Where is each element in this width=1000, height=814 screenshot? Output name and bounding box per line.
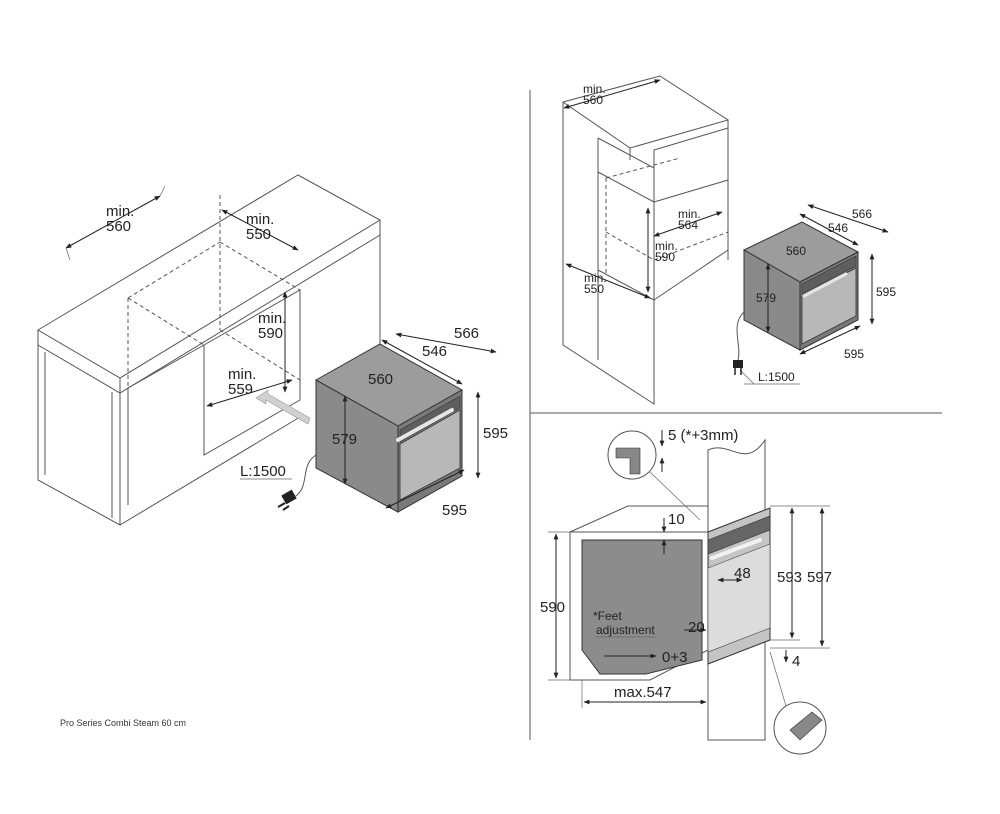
sec-top-10: 10 — [668, 511, 685, 528]
cab-min-559-value: 559 — [228, 381, 253, 398]
cab-min-560-label: min. — [106, 203, 134, 220]
sec-590: 590 — [540, 599, 565, 616]
sec-feet-line1: *Feet — [593, 609, 622, 623]
sec-4: 4 — [792, 653, 800, 670]
sec-20: 20 — [688, 619, 705, 636]
cab-oven-560: 560 — [368, 371, 393, 388]
cab-min-590-label: min. — [258, 310, 286, 327]
cab-min-559-label: min. — [228, 366, 256, 383]
column-oven-drawing — [742, 221, 860, 351]
cab-min-550-label: min. — [246, 211, 274, 228]
col-oven-595-h: 595 — [876, 285, 896, 299]
col-min-564-label: min. — [678, 207, 701, 221]
sec-0-3: 0+3 — [662, 649, 687, 666]
sec-593: 593 — [777, 569, 802, 586]
cabinet-view: min. 560 min. 550 min. 590 min. 559 566 … — [37, 174, 508, 526]
col-min-590-value: 590 — [655, 250, 675, 264]
detail-circle-bottom — [773, 701, 827, 755]
countertop-top — [37, 174, 381, 379]
cab-oven-595-w: 595 — [442, 502, 467, 519]
detail-circle-top — [607, 430, 657, 480]
cab-min-590-value: 590 — [258, 325, 283, 342]
sec-48: 48 — [734, 565, 751, 582]
col-min-550-label: min. — [584, 271, 607, 285]
cab-min-550-value: 550 — [246, 226, 271, 243]
sec-597: 597 — [807, 569, 832, 586]
oven-drawing — [314, 343, 464, 513]
col-oven-546: 546 — [828, 221, 848, 235]
column-view: min. 560 min. 564 min. 590 min. 550 566 … — [561, 75, 896, 405]
section-view: 5 (*+3mm) 10 48 593 597 590 *Feet adjust… — [540, 427, 832, 755]
model-caption: Pro Series Combi Steam 60 cm — [60, 718, 186, 728]
cab-cable-length: L:1500 — [240, 463, 286, 480]
col-cable-length: L:1500 — [758, 370, 795, 384]
cab-oven-579: 579 — [332, 431, 357, 448]
cab-min-560-value: 560 — [106, 218, 131, 235]
sec-max547: max.547 — [614, 684, 672, 701]
sec-gap: 5 (*+3mm) — [668, 427, 738, 444]
cab-oven-566: 566 — [454, 325, 479, 342]
col-min-550-value: 550 — [584, 282, 604, 296]
sec-feet-line2: adjustment — [596, 623, 655, 637]
col-min-564-value: 564 — [678, 218, 698, 232]
column-plug-icon — [733, 360, 743, 375]
col-oven-560: 560 — [786, 244, 806, 258]
power-cable — [295, 454, 317, 497]
insert-arrow-icon — [255, 389, 311, 425]
col-oven-579: 579 — [756, 291, 776, 305]
plug-icon — [277, 489, 297, 511]
oven-section — [581, 539, 703, 675]
countertop-edge — [37, 220, 381, 394]
col-oven-595-w: 595 — [844, 347, 864, 361]
col-min-590-label: min. — [655, 239, 678, 253]
col-min-560-value: 560 — [583, 93, 603, 107]
cab-oven-546: 546 — [422, 343, 447, 360]
niche-opening — [203, 289, 301, 456]
cab-oven-595-h: 595 — [483, 425, 508, 442]
col-oven-566: 566 — [852, 207, 872, 221]
col-min-560-label: min. — [583, 82, 606, 96]
